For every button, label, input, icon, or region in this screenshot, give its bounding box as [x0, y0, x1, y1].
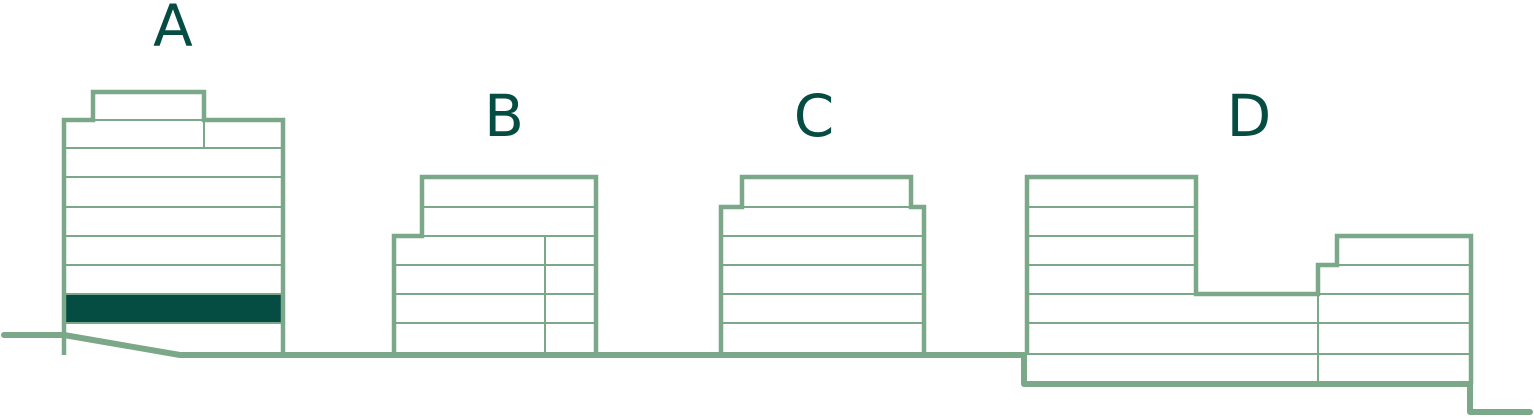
building-d-label: D [1227, 82, 1272, 150]
building-a-label: A [153, 0, 193, 60]
building-d [1024, 174, 1474, 384]
building-b [391, 174, 599, 355]
building-a-outline [61, 89, 286, 355]
building-b-floor-lines [394, 206, 596, 355]
building-c-label: C [794, 82, 835, 150]
building-c-floor-lines [721, 206, 924, 324]
building-a-highlighted-floor [64, 294, 283, 323]
building-b-label: B [484, 82, 524, 150]
building-c [718, 174, 927, 355]
building-a-floor-lines [64, 119, 283, 324]
building-d-floor-lines [1027, 206, 1471, 384]
building-c-outline [718, 174, 927, 355]
building-d-outline [1024, 174, 1474, 384]
ground-line [1, 332, 1533, 415]
building-a [61, 89, 286, 355]
